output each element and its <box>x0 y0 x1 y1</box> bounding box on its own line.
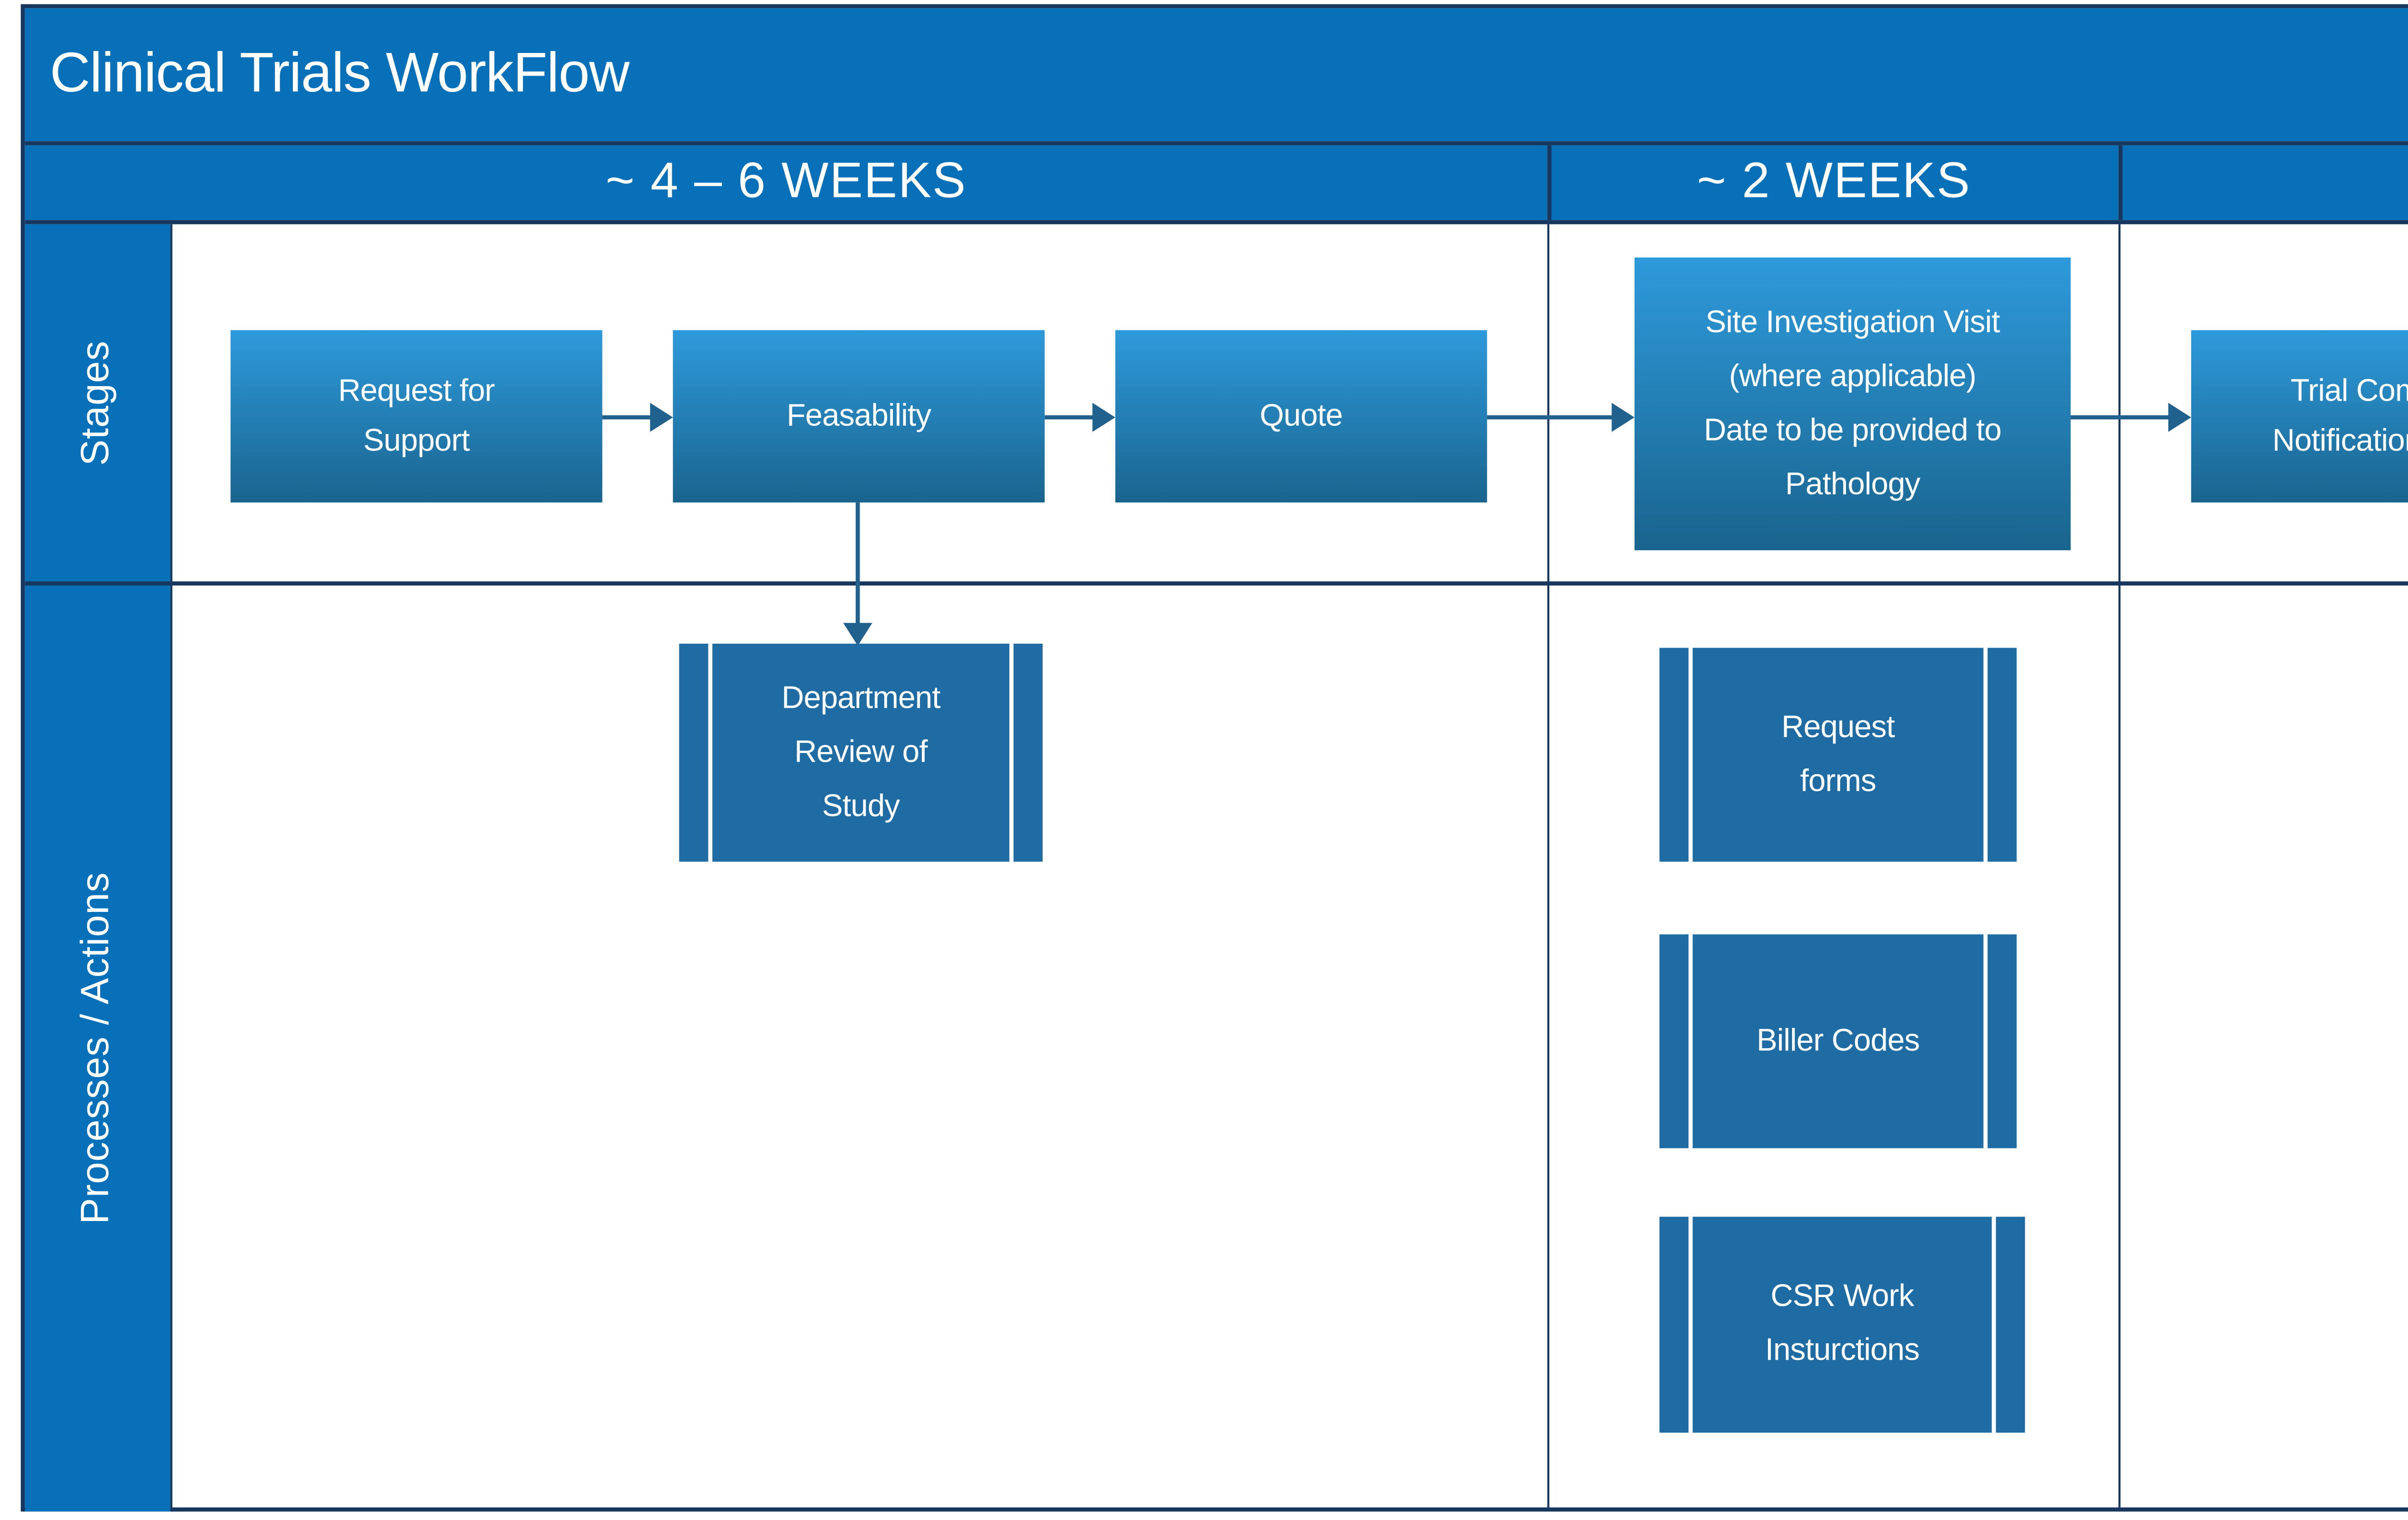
process-box-side-stripe <box>1009 643 1014 862</box>
process-box-biller-codes-label: Biller Codes <box>1756 1022 1920 1058</box>
arrow-request-to-feasability-head <box>650 402 673 431</box>
stage-box-request-for-support: Request for Support <box>230 330 602 503</box>
grid-line-column-divider-1 <box>1547 224 1550 1512</box>
stage-box-quote-label: Quote <box>1259 397 1343 433</box>
process-box-request-forms-label: Request forms <box>1781 709 1895 799</box>
grid-line-title-bottom <box>25 141 2408 145</box>
grid-line-band-divider-1 <box>1547 145 1551 221</box>
timeline-phase1-cell: ~ 4 – 6 WEEKS <box>25 145 1547 221</box>
arrow-feasability-to-department-review-head <box>843 623 873 646</box>
grid-line-column-divider-2 <box>2118 224 2121 1512</box>
grid-line-sidebar-right <box>170 224 172 1512</box>
process-box-side-stripe <box>1688 648 1693 862</box>
stage-box-feasability: Feasability <box>673 330 1045 503</box>
arrow-quote-to-site-investigation-head <box>1611 402 1635 431</box>
phase1-header: ~ 4 – 6 WEEKS <box>605 154 967 211</box>
sidebar-cell-stages: Stages <box>25 224 170 582</box>
sidebar-label-stages: Stages <box>75 340 119 466</box>
arrow-feasability-to-quote <box>1045 414 1095 418</box>
title-bar: Clinical Trials WorkFlow <box>25 8 2408 142</box>
process-box-side-stripe <box>708 643 713 862</box>
phase2-header: ~ 2 WEEKS <box>1697 154 1971 211</box>
stage-box-feasability-label: Feasability <box>786 397 931 433</box>
process-box-side-stripe <box>1983 934 1988 1148</box>
arrow-site-to-trial-commencement-head <box>2168 402 2191 431</box>
stage-box-trial-commencement: Trial Commencement Notification to Patho… <box>2191 330 2408 503</box>
process-box-biller-codes: Biller Codes <box>1659 934 2017 1148</box>
page-title: Clinical Trials WorkFlow <box>50 41 630 104</box>
process-box-side-stripe <box>1983 648 1988 862</box>
timeline-empty-cell-1 <box>2120 145 2408 221</box>
timeline-phase2-cell: ~ 2 WEEKS <box>1549 145 2119 221</box>
sidebar-label-processes: Processes / Actions <box>75 871 119 1224</box>
grid-line-band-divider-2 <box>2118 145 2122 221</box>
stage-box-site-investigation: Site Investigation Visit (where applicab… <box>1634 257 2071 550</box>
grid-line-row-divider <box>25 581 2408 585</box>
arrow-quote-to-site-investigation <box>1487 414 1614 418</box>
stage-box-trial-commencement-label: Trial Commencement Notification to Patho… <box>2272 373 2408 458</box>
stage-box-quote: Quote <box>1115 330 1487 503</box>
arrow-site-to-trial-commencement <box>2070 414 2171 418</box>
stage-box-site-investigation-label: Site Investigation Visit (where applicab… <box>1703 304 2002 502</box>
process-box-side-stripe <box>1688 1217 1693 1433</box>
workflow-table: Clinical Trials WorkFlow ~ 4 – 6 WEEKS ~… <box>21 4 2408 1512</box>
arrow-request-to-feasability <box>602 414 653 418</box>
grid-line-band-bottom <box>25 220 2408 224</box>
sidebar-cell-processes: Processes / Actions <box>25 583 170 1512</box>
process-box-department-review-label: Department Review of Study <box>781 680 941 823</box>
process-box-csr-work-instructions-label: CSR Work Insturctions <box>1765 1279 1920 1368</box>
arrow-feasability-to-quote-head <box>1092 402 1115 431</box>
process-box-department-review: Department Review of Study <box>679 643 1043 862</box>
process-box-csr-work-instructions: CSR Work Insturctions <box>1659 1217 2025 1433</box>
process-box-side-stripe <box>1991 1217 1996 1433</box>
process-box-side-stripe <box>1688 934 1693 1148</box>
arrow-feasability-to-department-review <box>855 502 860 625</box>
stage-box-request-for-support-label: Request for Support <box>338 373 495 458</box>
process-box-request-forms: Request forms <box>1659 648 2017 862</box>
